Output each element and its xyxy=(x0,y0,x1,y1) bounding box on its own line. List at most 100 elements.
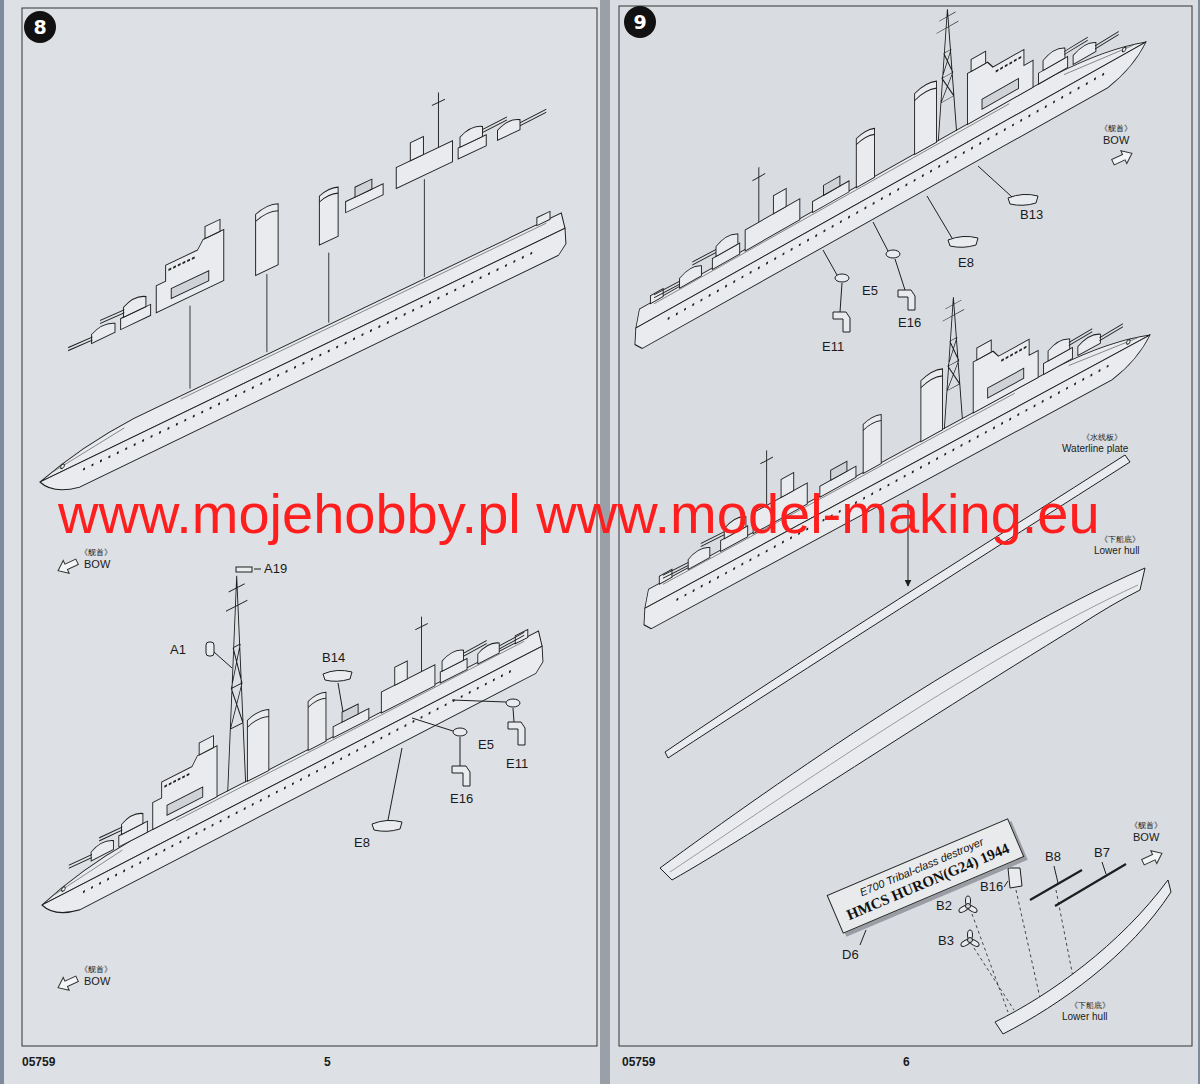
part-number: B7 xyxy=(1094,846,1110,861)
part-leaders xyxy=(323,670,352,681)
part-leaders xyxy=(452,766,470,786)
bow-label-chinese: 《舰首》 xyxy=(80,549,112,558)
ship-assembled xyxy=(644,189,1150,636)
part-leaders xyxy=(927,196,952,238)
part-leaders xyxy=(388,748,402,820)
part-leaders xyxy=(460,737,461,766)
instruction-illustration xyxy=(55,555,80,577)
part-leaders xyxy=(833,312,850,332)
small-parts xyxy=(968,938,973,943)
lower-hull xyxy=(660,568,1145,880)
bow-label-chinese: 《舰首》 xyxy=(1130,822,1162,831)
page-fold xyxy=(600,0,610,1084)
part-number: E11 xyxy=(822,340,844,355)
page-number: 6 xyxy=(903,1056,910,1070)
step-number-circle: 9 xyxy=(624,6,656,38)
page-left xyxy=(4,0,602,1084)
part-leaders xyxy=(835,274,849,282)
ship-assembled xyxy=(69,734,217,873)
small-parts xyxy=(966,904,971,909)
small-parts xyxy=(1055,864,1126,906)
part-leaders xyxy=(372,820,402,831)
step-number-circle: 8 xyxy=(24,11,56,43)
name-plate: E700 Tribal-class destroyerHMCS HURON(G2… xyxy=(826,818,1024,934)
part-number: A1 xyxy=(170,643,186,658)
part-leaders xyxy=(214,652,232,668)
ship-assembled xyxy=(856,79,936,188)
part-leaders xyxy=(453,728,467,736)
part-leaders xyxy=(898,290,915,310)
bow-label: BOW xyxy=(84,975,110,988)
part-leaders xyxy=(873,222,888,251)
ship-exploded xyxy=(40,32,566,506)
instruction-illustration xyxy=(55,972,80,994)
part-number: E8 xyxy=(958,256,974,271)
part-leaders xyxy=(206,642,214,656)
part-label: Waterline plate xyxy=(1062,443,1128,455)
part-leaders xyxy=(254,569,261,570)
part-leaders xyxy=(978,166,1012,197)
page-number: 5 xyxy=(324,1056,331,1070)
part-leaders xyxy=(513,708,514,722)
small-parts xyxy=(860,930,866,945)
part-label-chinese: 《下船底》 xyxy=(1070,1002,1110,1011)
part-leaders xyxy=(840,283,842,312)
kit-number: 05759 xyxy=(622,1056,655,1070)
part-leaders xyxy=(886,250,900,258)
ship-assembled xyxy=(42,622,543,929)
bow-label: BOW xyxy=(1133,831,1159,844)
ship-assembled xyxy=(333,564,524,737)
ship-exploded xyxy=(256,173,339,276)
watermark-text: www.mojehobby.pl www.model-making.eu xyxy=(58,486,1100,542)
part-number: B13 xyxy=(1020,208,1043,223)
part-number: B14 xyxy=(322,651,345,666)
small-parts xyxy=(960,930,980,948)
part-leaders xyxy=(823,166,1038,332)
part-leaders xyxy=(206,567,525,831)
part-number: E16 xyxy=(898,316,921,331)
ship-assembled xyxy=(973,268,1123,413)
part-number: E11 xyxy=(506,757,528,772)
part-label: Lower hull xyxy=(1062,1011,1108,1023)
part-label-chinese: 《水线板》 xyxy=(1082,434,1122,443)
small-parts xyxy=(958,896,978,914)
small-parts xyxy=(995,880,1171,1034)
ship-exploded xyxy=(68,218,224,355)
part-leaders xyxy=(452,700,506,702)
part-label-chinese: 《下船底》 xyxy=(1100,536,1140,545)
part-leaders xyxy=(823,250,837,275)
part-number: A19 xyxy=(264,562,287,577)
part-leaders xyxy=(1008,194,1038,205)
page-right xyxy=(608,0,1198,1084)
step-number: 8 xyxy=(33,18,46,37)
part-leaders xyxy=(508,722,525,745)
ship-assembled xyxy=(967,0,1118,125)
part-number: B2 xyxy=(936,899,952,914)
instruction-illustration xyxy=(1110,147,1135,169)
small-parts xyxy=(1008,868,1022,888)
instruction-illustration xyxy=(1140,847,1165,869)
ship-assembled xyxy=(863,366,942,473)
bow-label-chinese: 《舰首》 xyxy=(80,966,112,975)
part-leaders xyxy=(506,699,520,707)
part-number: B8 xyxy=(1045,850,1061,865)
ship-assembled xyxy=(226,570,247,792)
part-number: D6 xyxy=(842,948,859,963)
ship-exploded xyxy=(346,41,547,212)
part-leaders xyxy=(338,683,343,712)
bow-label: BOW xyxy=(84,558,110,571)
step-number: 9 xyxy=(633,13,646,32)
bow-label: BOW xyxy=(1103,134,1129,147)
part-number: E16 xyxy=(450,792,473,807)
ship-assembled xyxy=(635,14,1146,357)
part-label: Lower hull xyxy=(1094,545,1140,557)
small-parts xyxy=(1102,862,1106,874)
small-parts xyxy=(1054,866,1058,883)
part-number: B3 xyxy=(938,934,954,949)
ship-assembled xyxy=(943,291,965,429)
ship-assembled xyxy=(644,307,1150,637)
